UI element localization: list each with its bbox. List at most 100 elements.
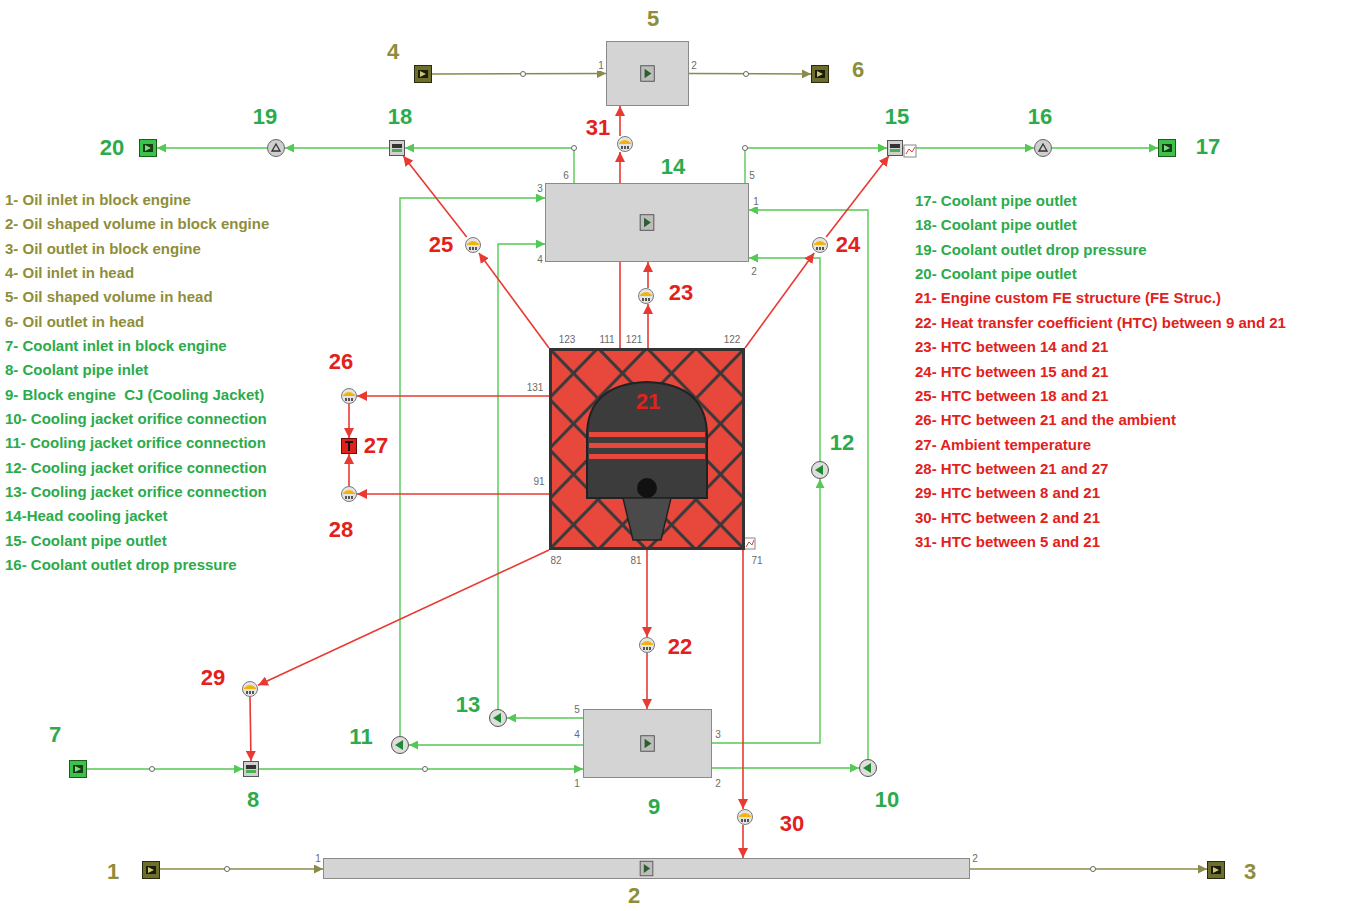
legend-text: 16- Coolant outlet drop pressure <box>5 556 237 571</box>
coolant-flow-arrow <box>157 147 267 148</box>
legend-text: 5- Oil shaped volume in head <box>5 289 213 304</box>
heat-flow-arrow <box>742 825 744 858</box>
coolant-flow-arrow <box>285 147 389 148</box>
coolant-terminal-symbol <box>69 760 87 778</box>
port-number: 1 <box>752 197 760 207</box>
port-number: 1 <box>597 61 605 71</box>
pressure-drop: 16 <box>1034 139 1052 157</box>
coolant-terminal: 17 <box>1158 139 1176 157</box>
legend-text: 25- HTC between 18 and 21 <box>915 387 1108 402</box>
legend-text: 29- HTC between 8 and 21 <box>915 485 1100 500</box>
coolant-flow-arrow <box>745 148 887 183</box>
oil-flow-arrow <box>689 73 811 75</box>
htc-connection-symbol <box>638 288 654 304</box>
coolant-flow-arrow <box>903 147 1034 148</box>
callout-number: 6 <box>852 59 864 81</box>
callout-number: 8 <box>247 789 259 811</box>
legend-text: 21- Engine custom FE structure (FE Struc… <box>915 290 1221 305</box>
coolant-terminal: 20 <box>139 139 157 157</box>
fe-structure-symbol <box>549 348 745 550</box>
oil-terminal: 3 <box>1207 861 1225 879</box>
port-number: 4 <box>573 730 581 740</box>
heat-flow-arrow <box>357 395 549 397</box>
legend-text: 4- Oil inlet in head <box>5 264 134 279</box>
callout-number: 26 <box>329 351 353 373</box>
heat-flow-arrow <box>647 304 649 348</box>
heat-flow-arrow <box>646 653 648 709</box>
callout-number: 20 <box>100 137 124 159</box>
legend-text: 13- Cooling jacket orifice connection <box>5 483 267 498</box>
heat-flow-arrow <box>348 454 350 486</box>
htc-connection-symbol <box>639 637 655 653</box>
pressure-drop-symbol <box>267 139 285 157</box>
coolant-flow-arrow <box>712 767 859 768</box>
port-number: 2 <box>750 267 758 277</box>
shaped-volume-symbol <box>546 184 748 261</box>
callout-number: 24 <box>836 234 860 256</box>
htc-connection: 28 <box>341 486 357 502</box>
shaped-volume-symbol <box>584 710 711 777</box>
htc-connection-symbol <box>812 237 828 253</box>
legend-text: 27- Ambient temperature <box>915 436 1091 451</box>
coolant-flow-arrow <box>405 148 574 183</box>
orifice-connection-symbol <box>859 759 877 777</box>
port-number: 1 <box>573 779 581 789</box>
callout-number: 12 <box>830 432 854 454</box>
htc-connection-symbol <box>341 486 357 502</box>
legend-text: 19- Coolant outlet drop pressure <box>915 241 1147 256</box>
callout-number: 2 <box>628 885 640 907</box>
shaped-volume-symbol <box>607 42 688 105</box>
htc-connection: 23 <box>638 288 654 304</box>
oil-terminal-symbol <box>1207 861 1225 879</box>
callout-number: 13 <box>456 694 480 716</box>
legend-text: 31- HTC between 5 and 21 <box>915 534 1100 549</box>
orifice-connection: 12 <box>811 461 829 479</box>
port-number: 2 <box>714 779 722 789</box>
coolant-flow-arrow <box>1052 147 1158 148</box>
legend-text: 26- HTC between 21 and the ambient <box>915 412 1176 427</box>
legend-text: 14-Head cooling jacket <box>5 508 168 523</box>
port-number: 91 <box>532 477 545 487</box>
legend-text: 2- Oil shaped volume in block engine <box>5 216 269 231</box>
coolant-pipe: 18 <box>389 140 405 156</box>
callout-number: 11 <box>349 726 372 748</box>
callout-number: 25 <box>429 234 453 256</box>
legend-text: 24- HTC between 15 and 21 <box>915 363 1108 378</box>
legend-text: 10- Cooling jacket orifice connection <box>5 410 267 425</box>
coolant-pipe-symbol <box>243 761 259 777</box>
callout-number: 22 <box>668 636 692 658</box>
htc-connection-symbol <box>465 237 481 253</box>
htc-connection: 26 <box>341 388 357 404</box>
legend-text: 6- Oil outlet in head <box>5 313 144 328</box>
callout-number: 9 <box>648 796 660 818</box>
callout-number: 15 <box>885 106 909 128</box>
legend-text: 30- HTC between 2 and 21 <box>915 509 1100 524</box>
heat-flow-arrow <box>647 262 649 288</box>
coolant-flow-arrow <box>259 768 583 769</box>
ambient-temperature: 27 <box>341 438 357 454</box>
legend-text: 28- HTC between 21 and 27 <box>915 460 1108 475</box>
legend-text: 12- Cooling jacket orifice connection <box>5 459 267 474</box>
legend-text: 9- Block engine CJ (Cooling Jacket) <box>5 386 264 401</box>
htc-connection: 22 <box>639 637 655 653</box>
heat-flow-arrow <box>348 404 350 438</box>
port-number: 4 <box>536 255 544 265</box>
port-number: 3 <box>536 184 544 194</box>
coolant-pipe: 8 <box>243 761 259 777</box>
chart-symbol <box>744 145 916 549</box>
heat-flow-arrow <box>357 493 549 495</box>
coolant-flow-arrow <box>409 744 583 745</box>
htc-connection-symbol <box>737 809 753 825</box>
callout-number: 16 <box>1028 106 1052 128</box>
callout-number: 23 <box>669 282 693 304</box>
oil-flow-arrow <box>970 868 1207 869</box>
legend-text: 11- Cooling jacket orifice connection <box>5 435 266 450</box>
callout-number: 30 <box>780 813 804 835</box>
port-number: 82 <box>549 556 562 566</box>
legend-text: 17- Coolant pipe outlet <box>915 193 1077 208</box>
heat-flow-arrow <box>619 106 621 136</box>
htc-connection-symbol <box>617 136 633 152</box>
coolant-flow-arrow <box>87 768 243 769</box>
port-number: 1 <box>314 854 322 864</box>
callout-number: 29 <box>201 667 225 689</box>
